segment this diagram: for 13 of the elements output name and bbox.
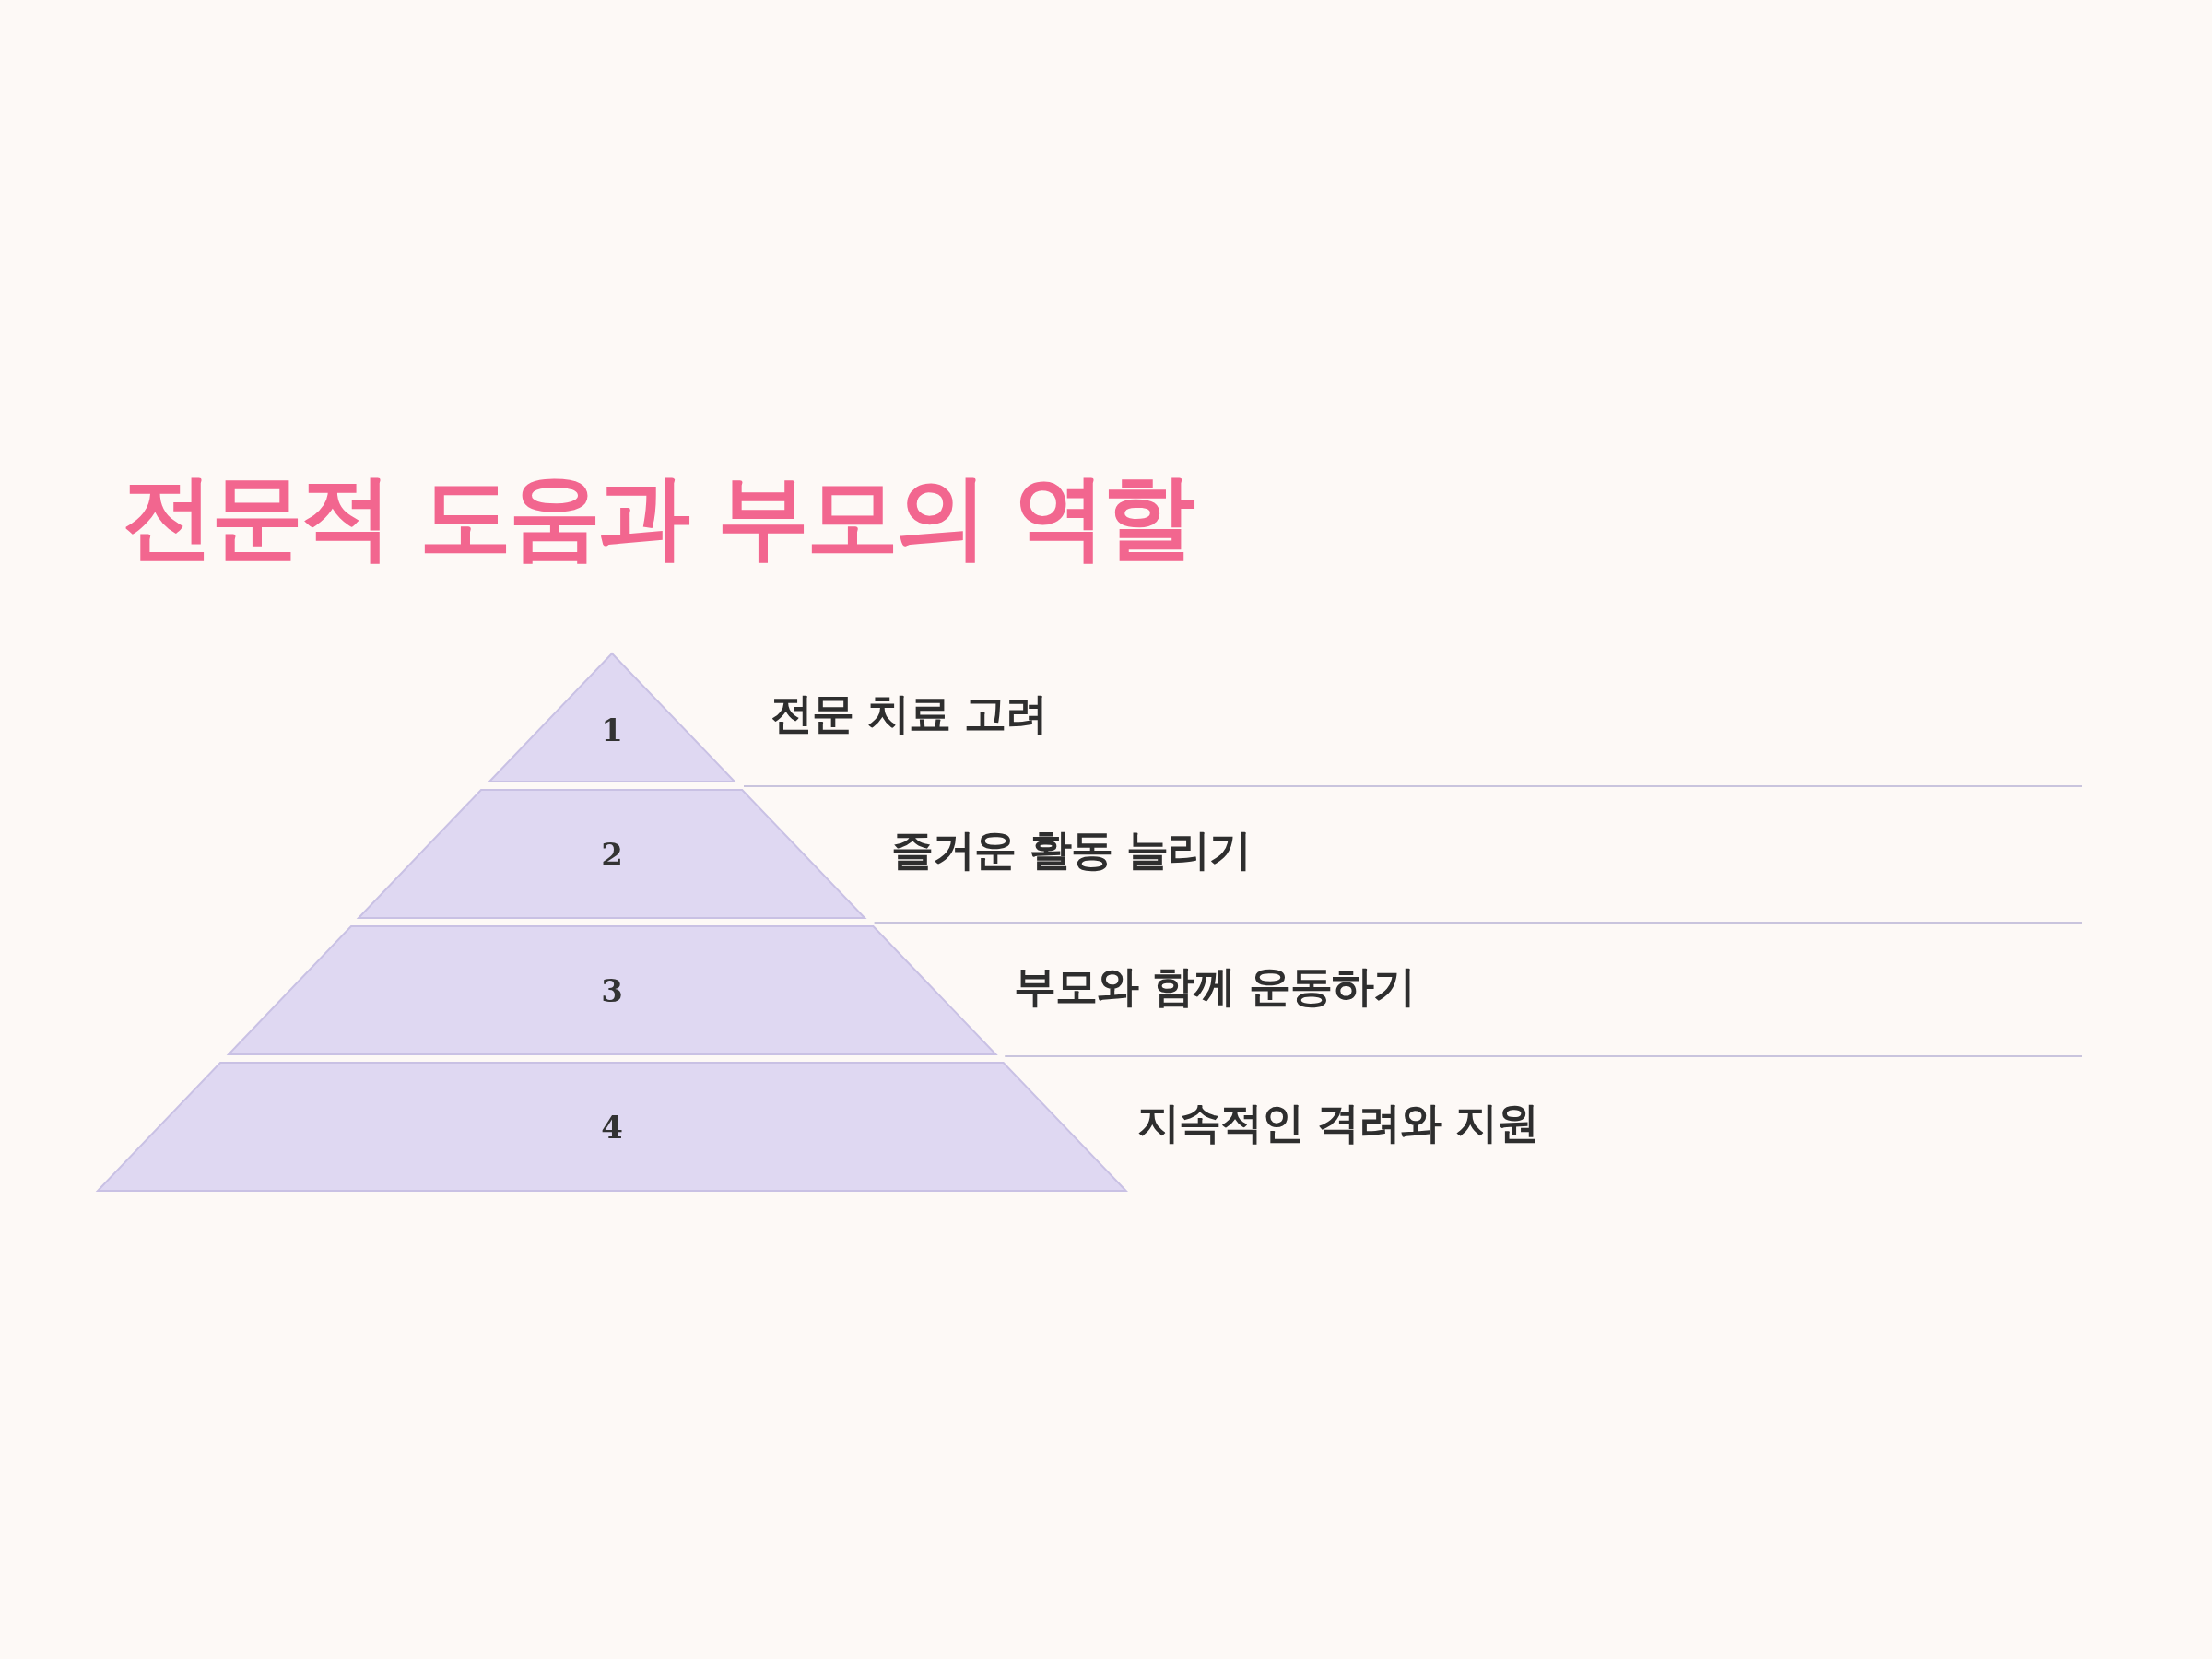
- pyramid-tier: [359, 790, 865, 918]
- tier-label: 즐거운 활동 늘리기: [891, 823, 1252, 877]
- tier-label: 부모와 함께 운동하기: [1014, 959, 1416, 1013]
- tier-number: 1: [601, 712, 623, 749]
- pyramid-tier: [98, 1063, 1126, 1191]
- tier-number: 2: [601, 835, 623, 873]
- title: 전문적 도움과 부모의 역할: [122, 462, 1194, 572]
- pyramid-tier: [228, 926, 996, 1054]
- tier-number: 3: [601, 971, 623, 1009]
- tier-number: 4: [601, 1108, 623, 1146]
- tier-label: 전문 치료 고려: [771, 687, 1048, 740]
- tier-label: 지속적인 격려와 지원: [1137, 1096, 1539, 1149]
- pyramid-top-tier: [489, 653, 735, 782]
